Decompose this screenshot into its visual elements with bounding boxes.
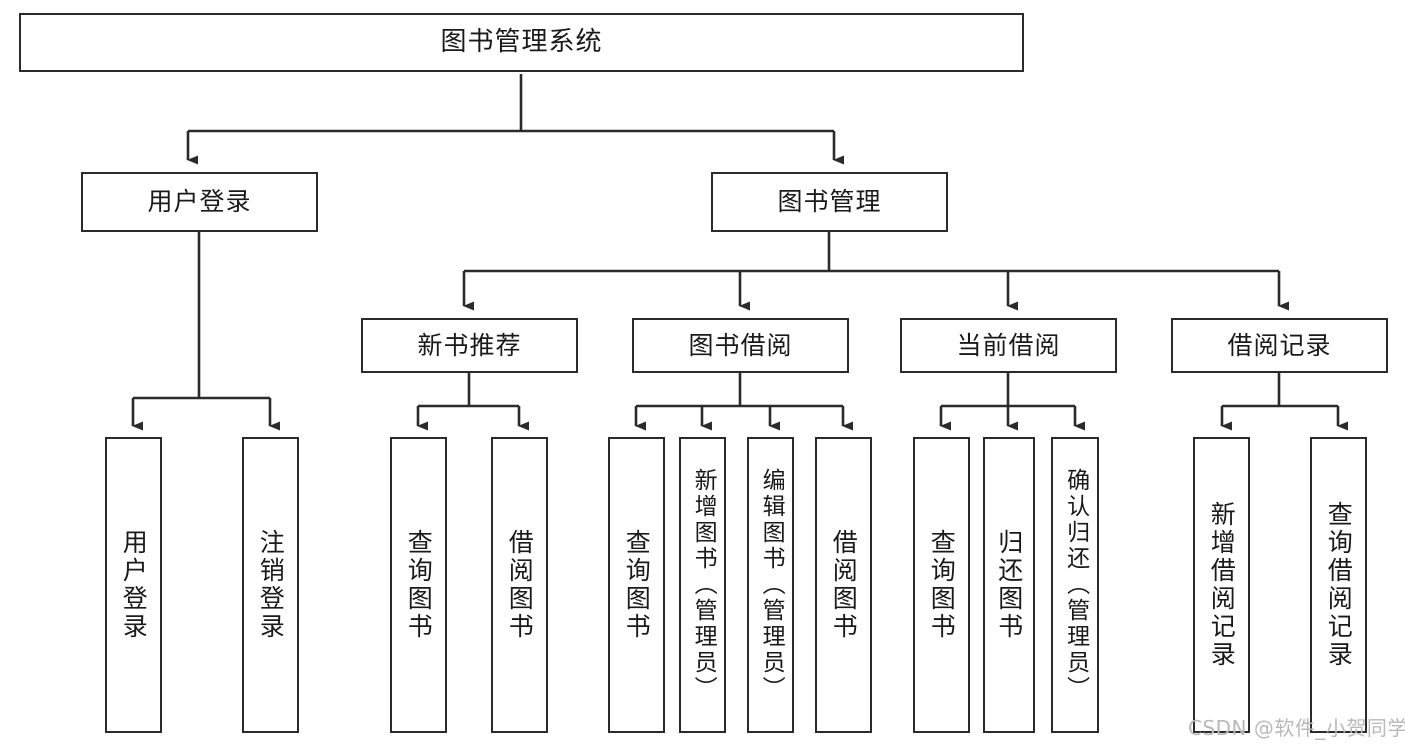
node-label: 图书管理系统 <box>440 27 603 58</box>
leaf-borrow-edit-book-admin[interactable]: 编辑图书（管理员） <box>747 437 794 733</box>
node-new-book-recommend[interactable]: 新书推荐 <box>361 318 578 373</box>
node-book-management[interactable]: 图书管理 <box>711 172 948 232</box>
leaf-current-return-book[interactable]: 归还图书 <box>983 437 1035 733</box>
node-label: 编辑图书（管理员） <box>758 468 785 702</box>
node-label: 新书推荐 <box>417 330 522 360</box>
csdn-watermark: CSDN @软件_小贺同学 <box>1188 716 1405 740</box>
node-root-library-system[interactable]: 图书管理系统 <box>19 13 1024 72</box>
node-label: 新增借阅记录 <box>1207 501 1237 669</box>
leaf-new-book-query[interactable]: 查询图书 <box>390 437 447 733</box>
node-label: 用户登录 <box>119 529 149 641</box>
node-label: 查询借阅记录 <box>1324 501 1354 669</box>
node-label: 图书借阅 <box>688 330 793 360</box>
leaf-borrow-borrow-book[interactable]: 借阅图书 <box>815 437 872 733</box>
node-book-borrow[interactable]: 图书借阅 <box>632 318 849 373</box>
leaf-new-book-borrow[interactable]: 借阅图书 <box>491 437 548 733</box>
node-label: 用户登录 <box>147 187 252 217</box>
node-current-borrow[interactable]: 当前借阅 <box>900 318 1117 373</box>
node-label: 注销登录 <box>256 529 286 641</box>
leaf-borrow-query-book[interactable]: 查询图书 <box>608 437 665 733</box>
node-label: 查询图书 <box>404 529 434 641</box>
node-label: 新增图书（管理员） <box>690 468 717 702</box>
node-label: 查询图书 <box>622 529 652 641</box>
leaf-borrow-add-book-admin[interactable]: 新增图书（管理员） <box>679 437 726 733</box>
leaf-record-query-record[interactable]: 查询借阅记录 <box>1310 437 1367 733</box>
node-label: 查询图书 <box>927 529 957 641</box>
node-label: 图书管理 <box>777 187 882 217</box>
leaf-user-login-login[interactable]: 用户登录 <box>105 437 162 733</box>
node-label: 借阅图书 <box>829 529 859 641</box>
leaf-current-confirm-return-admin[interactable]: 确认归还（管理员） <box>1051 437 1099 733</box>
node-label: 当前借阅 <box>956 330 1061 360</box>
leaf-user-login-logout[interactable]: 注销登录 <box>242 437 299 733</box>
leaf-record-add-record[interactable]: 新增借阅记录 <box>1193 437 1250 733</box>
node-label: 确认归还（管理员） <box>1062 468 1089 702</box>
node-label: 借阅图书 <box>505 529 535 641</box>
node-label: 借阅记录 <box>1227 330 1332 360</box>
node-label: 归还图书 <box>994 529 1024 641</box>
node-user-login[interactable]: 用户登录 <box>81 172 318 232</box>
leaf-current-query-book[interactable]: 查询图书 <box>913 437 970 733</box>
node-borrow-record[interactable]: 借阅记录 <box>1171 318 1388 373</box>
